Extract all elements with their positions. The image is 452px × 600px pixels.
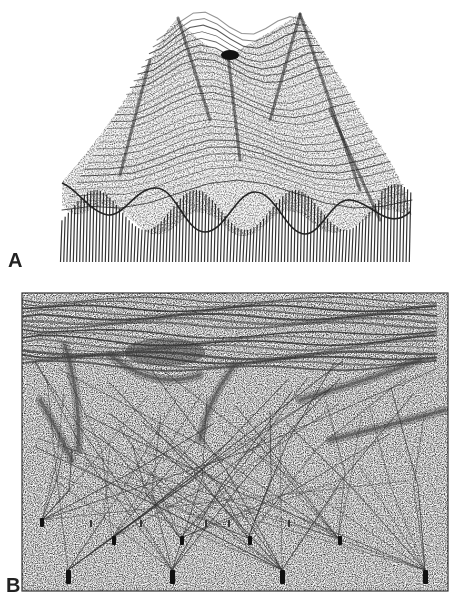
- panel-b-tick: [140, 520, 142, 527]
- panel-label-a: A: [8, 251, 22, 271]
- panel-a-stripe: [70, 209, 72, 262]
- panel-b-tick: [205, 520, 207, 527]
- panel-a-stripe: [345, 230, 347, 262]
- panel-b-source-marker: [338, 536, 342, 545]
- panel-b-source-marker: [423, 570, 428, 584]
- panel-a-stripe: [147, 230, 149, 262]
- panel-b-source-marker: [280, 570, 285, 584]
- panel-a-stripe: [355, 226, 357, 262]
- panel-b-source-marker: [248, 536, 252, 545]
- panel-b-source-marker: [180, 536, 184, 545]
- panel-b-source-marker: [112, 536, 116, 545]
- panel-b-source-marker: [170, 570, 175, 584]
- panel-b-dark-lobe: [125, 338, 205, 366]
- panel-a-stripe: [128, 220, 130, 262]
- panel-b-section: [22, 293, 448, 591]
- panel-b-source-marker: [66, 570, 71, 584]
- panel-b-source-marker: [40, 518, 44, 527]
- panel-a-stripe: [61, 220, 63, 262]
- panel-a-stripe: [67, 213, 69, 262]
- panel-a-stripe: [361, 219, 363, 262]
- panel-a-stripe: [141, 229, 143, 262]
- panel-a-stripe: [371, 208, 373, 262]
- panel-a-stripe: [125, 217, 127, 262]
- panel-a-stripe: [144, 230, 146, 262]
- panel-a-surface: [61, 12, 413, 262]
- panel-b-tick: [288, 520, 290, 527]
- panel-a-stripe: [409, 192, 411, 262]
- panel-a-stripe: [64, 217, 65, 262]
- panel-a-stripe: [134, 226, 136, 262]
- panel-a-stripe: [368, 212, 370, 262]
- panel-b-tick: [228, 520, 230, 527]
- panel-a-peak-knot: [221, 50, 239, 60]
- panel-a-stripe: [365, 216, 367, 262]
- panel-a-stripe: [339, 229, 341, 262]
- panel-a-stripe: [131, 223, 133, 262]
- panel-a-stripe: [137, 228, 139, 262]
- panel-a-stripe: [118, 209, 120, 262]
- panel-b-tick: [90, 520, 92, 527]
- panel-label-b: B: [6, 576, 20, 596]
- panel-a-stripe: [342, 230, 344, 262]
- panel-a-stripe: [121, 213, 123, 262]
- panel-a-stripe: [112, 201, 114, 262]
- panel-a-stripe: [352, 228, 354, 262]
- panel-a-stripe: [349, 229, 351, 262]
- panel-a-stripe: [358, 223, 360, 262]
